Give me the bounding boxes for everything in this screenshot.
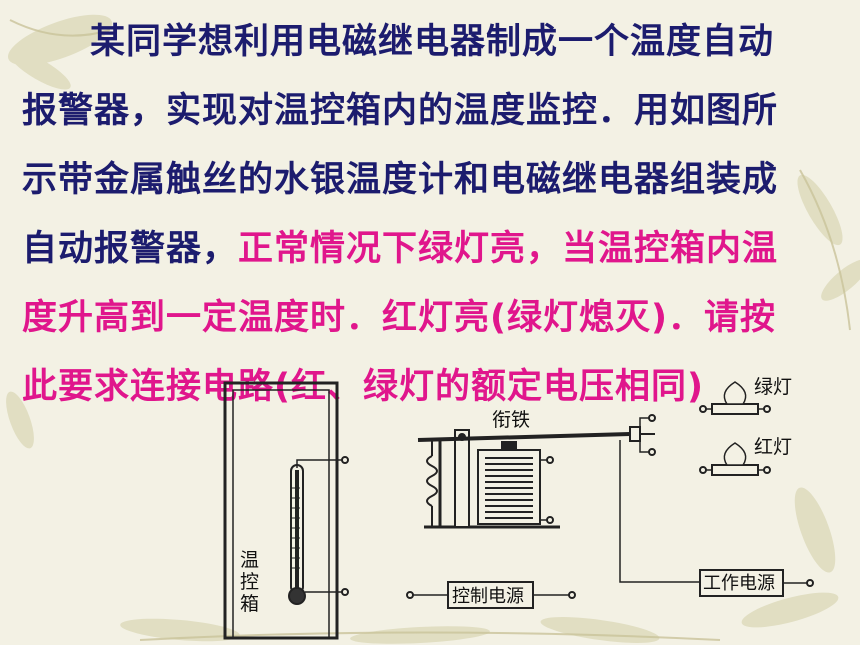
working-power-supply (699, 569, 814, 597)
red-lamp (699, 442, 771, 476)
box-label-char-3: 箱 (240, 593, 259, 615)
control-power-label: 控制电源 (452, 586, 524, 607)
problem-line-2: 报警器，实现对温控箱内的温度监控．用如图所 (22, 91, 779, 131)
armature-wire (619, 440, 700, 583)
control-power-supply (406, 581, 576, 609)
green-lamp-label: 绿灯 (754, 376, 792, 398)
problem-line-1: 某同学想利用电磁继电器制成一个温度自动 (90, 22, 775, 62)
green-lamp (699, 381, 771, 415)
box-label-char-2: 控 (240, 571, 259, 593)
problem-line-5: 度升高到一定温度时．红灯亮(绿灯熄灭)．请按 (22, 298, 776, 338)
problem-line-4: 自动报警器，正常情况下绿灯亮，当温控箱内温 (22, 229, 779, 269)
red-lamp-label: 红灯 (754, 436, 792, 458)
problem-line-6: 此要求连接电路(红、绿灯的额定电压相同) (22, 367, 704, 407)
problem-statement: 某同学想利用电磁继电器制成一个温度自动 报警器，实现对温控箱内的温度监控．用如图… (22, 8, 852, 422)
box-label-char-1: 温 (240, 549, 259, 571)
work-power-label: 工作电源 (703, 573, 775, 594)
problem-line-3: 示带金属触丝的水银温度计和电磁继电器组装成 (22, 160, 779, 200)
armature-label: 衔铁 (492, 409, 530, 431)
relay (417, 426, 655, 529)
thermometer-top-wire (296, 459, 343, 468)
thermometer (288, 464, 306, 605)
